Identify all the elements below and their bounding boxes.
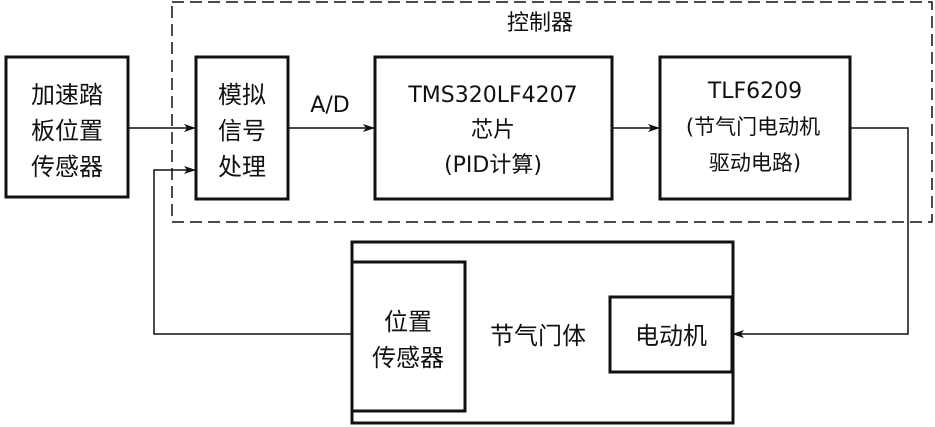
chip-line-2: 芯片 <box>471 118 515 143</box>
position-sensor-line-1: 位置 <box>384 308 432 336</box>
driver-line-3: 驱动电路) <box>709 151 801 175</box>
pedal-position-sensor-block: 加速踏 板位置 传感器 <box>4 55 130 199</box>
signal-processing-block: 模拟 信号 处理 <box>194 55 290 201</box>
pedal-sensor-line-3: 传感器 <box>31 153 103 181</box>
driver-to-motor-arrow <box>732 127 909 338</box>
ad-label: A/D <box>310 93 349 118</box>
chip-line-3: (PID计算) <box>444 153 542 178</box>
position-sensor-line-2: 传感器 <box>372 344 444 372</box>
motor-driver-block: TLF6209 (节气门电动机 驱动电路) <box>658 55 852 201</box>
driver-line-1: TLF6209 <box>707 79 802 104</box>
driver-line-2: (节气门电动机 <box>686 115 820 139</box>
pedal-sensor-line-1: 加速踏 <box>31 81 103 109</box>
motor-label: 电动机 <box>635 322 707 350</box>
motor-block: 电动机 <box>608 295 734 374</box>
controller-boundary <box>171 1 933 223</box>
chip-line-1: TMS320LF4207 <box>407 83 577 108</box>
signal-processing-line-2: 信号 <box>218 117 266 145</box>
controller-title: 控制器 <box>507 11 573 36</box>
position-sensor-block: 位置 传感器 <box>350 260 467 413</box>
signal-processing-line-1: 模拟 <box>218 81 266 109</box>
pedal-sensor-line-2: 板位置 <box>31 117 103 145</box>
chip-block: TMS320LF4207 芯片 (PID计算) <box>373 55 614 201</box>
throttle-body-label: 节气门体 <box>490 322 586 350</box>
position-feedback-arrow <box>153 166 352 335</box>
signal-processing-line-3: 处理 <box>218 153 266 181</box>
